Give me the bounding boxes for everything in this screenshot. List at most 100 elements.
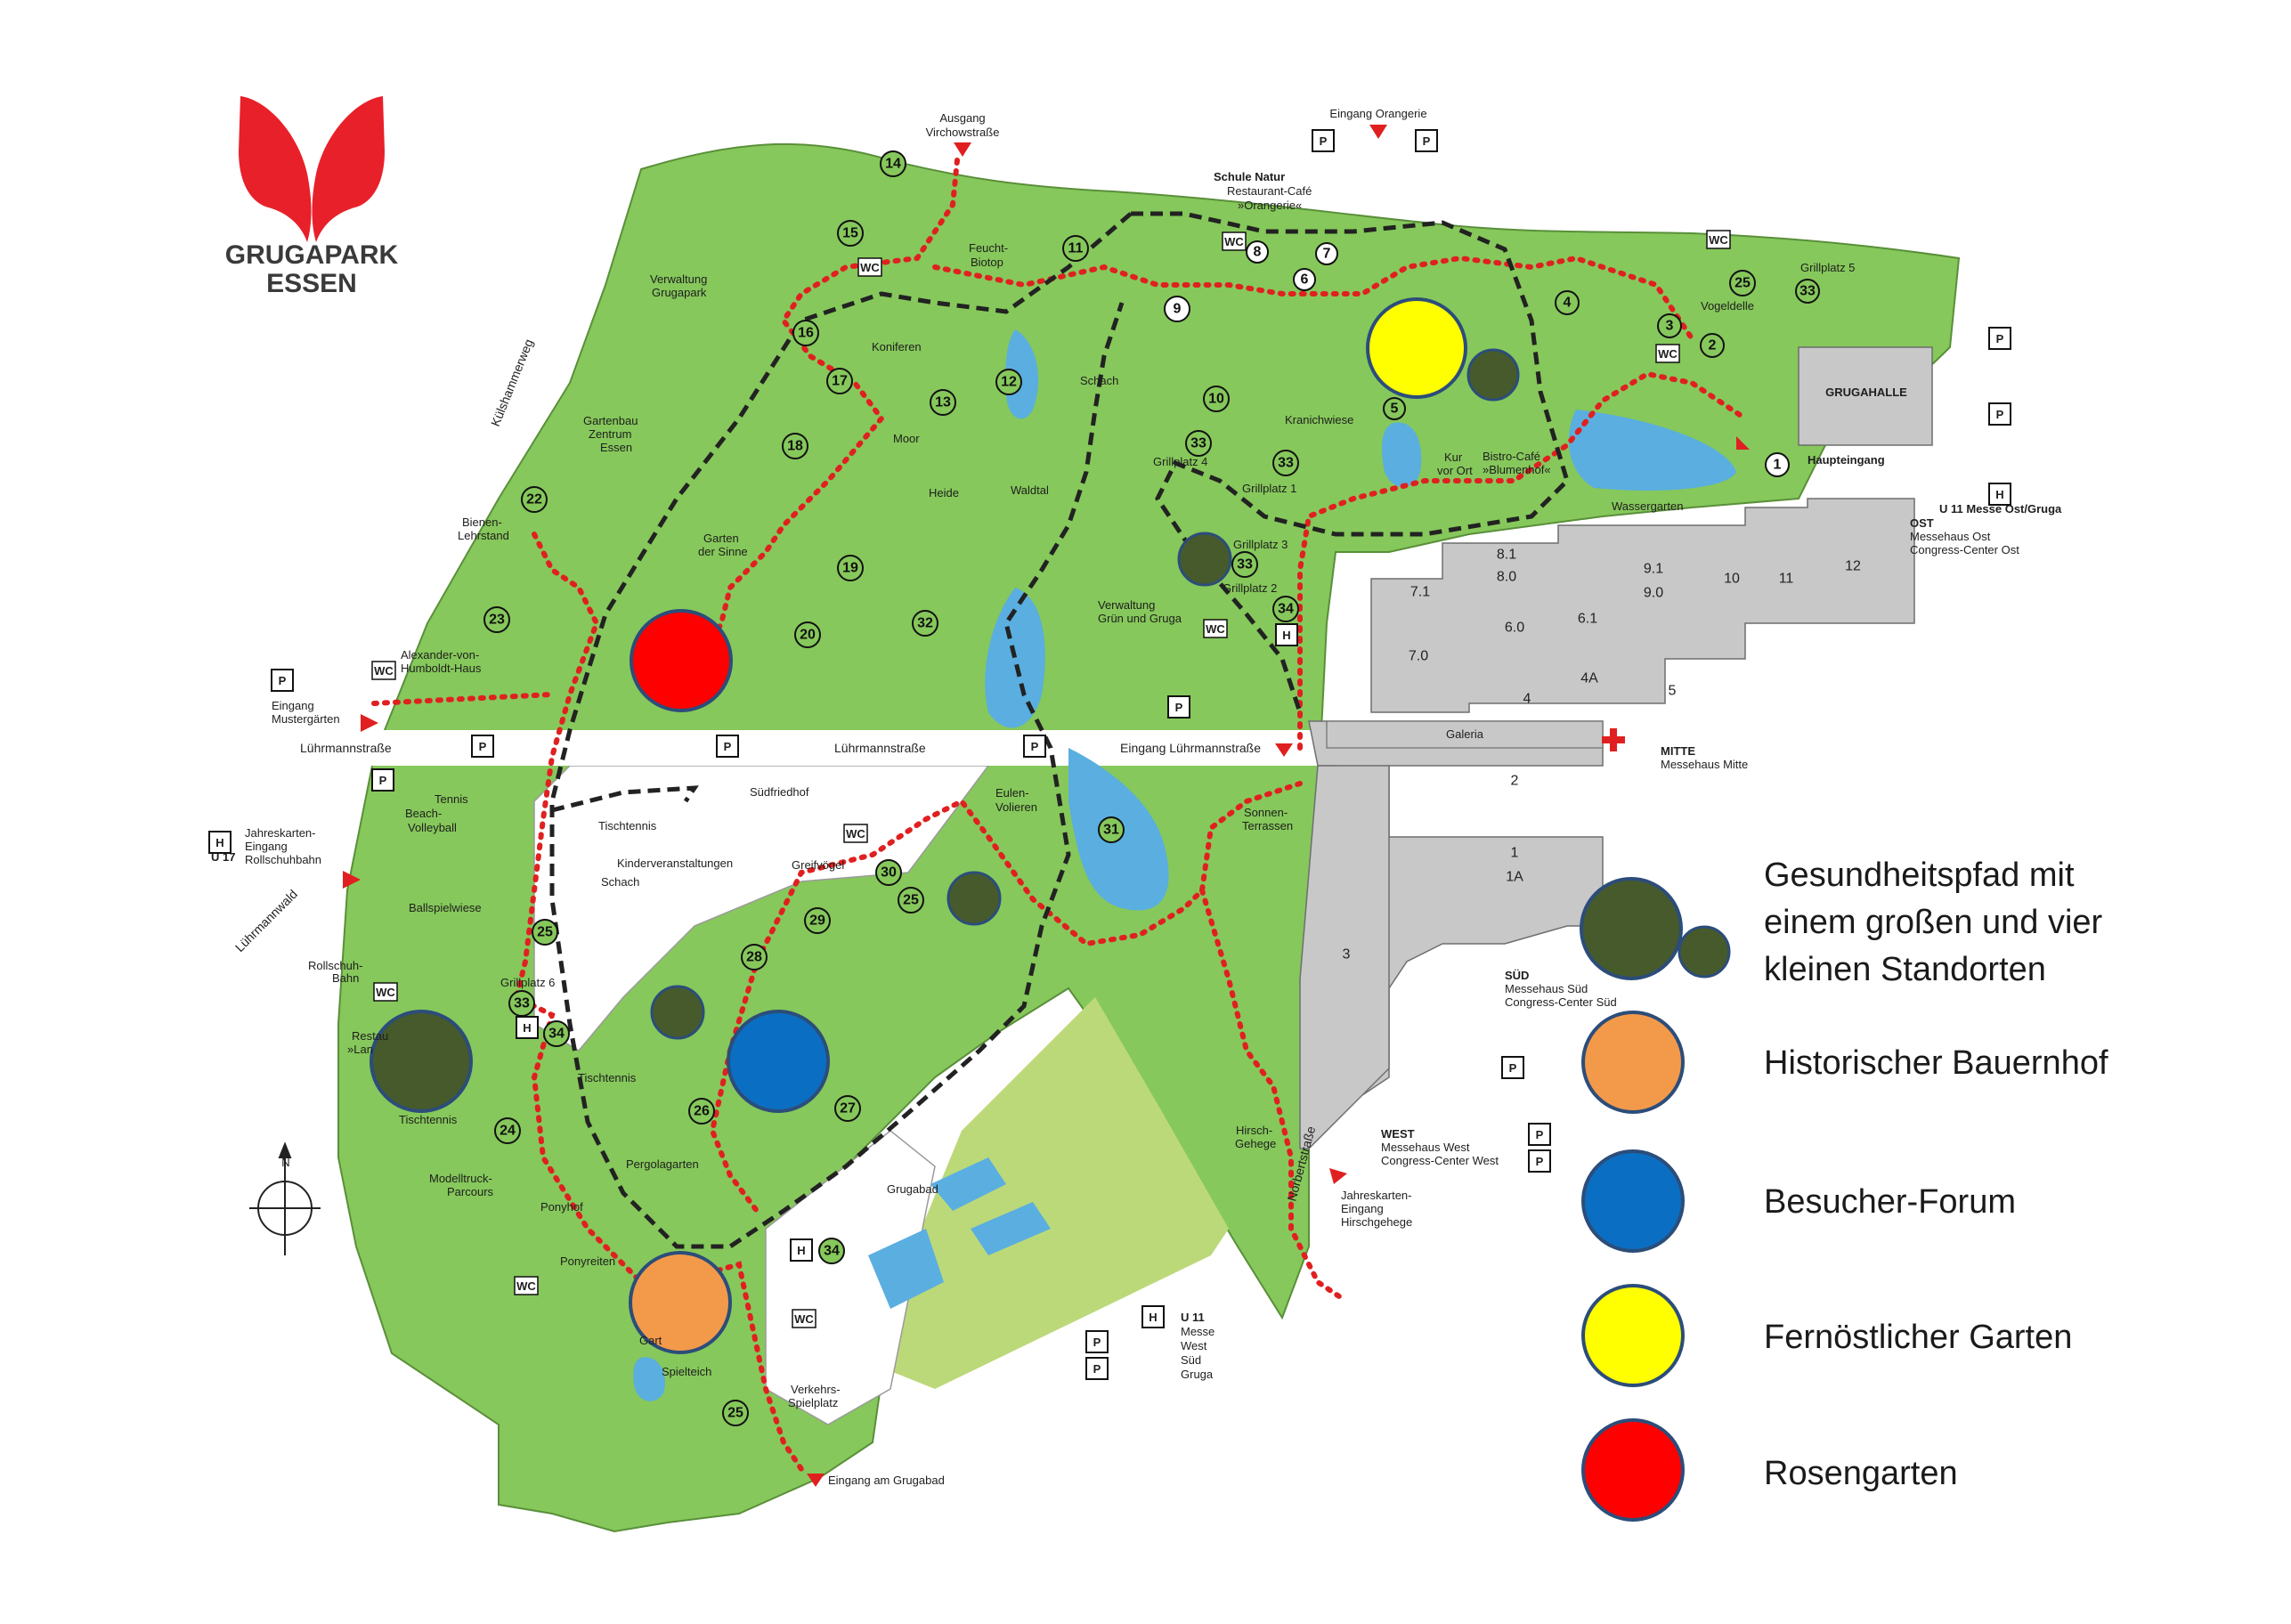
numbered-markers: 14 15 11 16 17 18 19 20 22 23 24 25 25 2… [483, 150, 1820, 1426]
svg-text:22: 22 [526, 492, 542, 508]
label-feucht-2: Biotop [971, 256, 1003, 269]
entrance-mustergarten-label-2: Mustergärten [272, 712, 340, 726]
label-hirsch-1: Hirsch- [1236, 1124, 1272, 1137]
hall-8-0: 8.0 [1497, 570, 1516, 585]
svg-text:17: 17 [832, 374, 848, 389]
label-sued-3: Congress-Center Süd [1505, 995, 1617, 1009]
label-gartenbau-1: Gartenbau [583, 414, 638, 427]
label-suedfriedhof: Südfriedhof [750, 785, 809, 799]
num-3: 3 [1657, 313, 1682, 338]
label-greifvoegel: Greifvögel [792, 858, 844, 872]
label-sued-1: SÜD [1505, 969, 1529, 982]
svg-text:1: 1 [1774, 458, 1782, 473]
hall-1a: 1A [1506, 870, 1523, 885]
svg-text:8: 8 [1254, 245, 1262, 260]
legend-item-besucher-forum: Besucher-Forum [1581, 1149, 2016, 1253]
red-path-north [701, 158, 960, 662]
hospital-icon-s: H [790, 1238, 813, 1262]
road-kuelshammer: Külshammerweg [488, 337, 536, 428]
svg-text:24: 24 [500, 1124, 516, 1139]
num-12: 12 [995, 369, 1022, 395]
label-koniferen: Koniferen [872, 340, 922, 353]
num-33-e: 33 [1795, 279, 1820, 304]
label-pergolagarten: Pergolagarten [626, 1157, 699, 1171]
num-31: 31 [1098, 816, 1125, 843]
num-23: 23 [483, 606, 510, 633]
svg-text:33: 33 [1190, 436, 1206, 451]
num-4: 4 [1555, 290, 1580, 315]
svg-text:33: 33 [1799, 284, 1816, 299]
legend-label-bauernhof: Historischer Bauernhof [1764, 1044, 2108, 1082]
svg-text:P: P [1175, 701, 1183, 714]
label-moor: Moor [893, 432, 920, 445]
label-wassergarten: Wassergarten [1612, 499, 1683, 513]
svg-text:2: 2 [1709, 338, 1717, 353]
road-luehrmann-mid: Lührmannstraße [834, 741, 926, 755]
label-grillplatz-4: Grillplatz 4 [1153, 455, 1207, 468]
label-garten-sinne-1: Garten [703, 532, 739, 545]
legend-label-besucher-forum: Besucher-Forum [1764, 1183, 2016, 1221]
place-labels: Schule Natur Restaurant-Café »Orangerie«… [211, 170, 2062, 1409]
label-ballspielwiese: Ballspielwiese [409, 901, 482, 914]
pool-3 [868, 1229, 944, 1309]
wc-icon-3: WC [1655, 344, 1680, 363]
label-sonnen-1: Sonnen- [1244, 806, 1288, 819]
hall-7-1: 7.1 [1410, 585, 1430, 600]
svg-text:3: 3 [1666, 319, 1674, 334]
label-grugabad: Grugabad [887, 1182, 938, 1196]
label-waldtal: Waldtal [1011, 483, 1049, 497]
num-29: 29 [804, 907, 831, 934]
hall-11: 11 [1779, 572, 1794, 587]
num-15: 15 [837, 220, 864, 247]
svg-text:WC: WC [1709, 233, 1728, 247]
parking-icon-road-e: P [1023, 735, 1046, 758]
wc-icon-vogeldelle: WC [1706, 230, 1731, 249]
num-33-b: 33 [1272, 450, 1299, 476]
svg-text:19: 19 [842, 561, 858, 576]
label-west-1: WEST [1381, 1127, 1415, 1141]
svg-text:6: 6 [1301, 272, 1309, 288]
svg-text:P: P [724, 740, 732, 753]
svg-text:P: P [1093, 1362, 1101, 1376]
walking-paths [371, 158, 1748, 1472]
hall-labels: 7.1 7.0 8.1 8.0 6.0 6.1 9.1 9.0 10 11 12… [1343, 548, 1861, 962]
num-13: 13 [930, 389, 956, 416]
red-path-top [932, 255, 1694, 341]
svg-text:P: P [279, 674, 287, 687]
entrance-hirsch-label-2: Eingang [1341, 1202, 1384, 1215]
entrance-haupt-label: Haupteingang [1808, 453, 1885, 467]
luehrmannstrasse-road [276, 730, 1336, 766]
label-tischtennis-c: Tischtennis [399, 1113, 458, 1126]
label-mitte-2: Messehaus Mitte [1661, 758, 1748, 771]
num-18: 18 [782, 433, 808, 459]
wc-icon-humboldt: WC [371, 661, 396, 680]
svg-text:18: 18 [787, 439, 803, 454]
hall-3: 3 [1343, 947, 1351, 962]
svg-text:28: 28 [746, 950, 762, 965]
label-kranichwiese: Kranichwiese [1285, 413, 1353, 426]
hall-2: 2 [1511, 774, 1519, 789]
road-luehrmannwald: Lührmannwald [232, 887, 300, 954]
num-19: 19 [837, 555, 864, 581]
label-vogeldelle: Vogeldelle [1701, 299, 1754, 313]
svg-text:25: 25 [537, 925, 553, 940]
parking-icon-west-3: P [1528, 1149, 1551, 1173]
entrance-rollschuh-label-2: Eingang [245, 840, 288, 853]
wc-icon-grill2: WC [1203, 619, 1228, 638]
compass-north-label: N [281, 1156, 289, 1169]
entrance-labels: Eingang Orangerie Ausgang Virchowstraße … [245, 107, 1885, 1487]
label-restaurant-lang-1: Restau [352, 1029, 388, 1043]
label-verkehrs-1: Verkehrs- [791, 1383, 841, 1396]
hall-6-1: 6.1 [1578, 612, 1597, 627]
label-grillplatz-6: Grillplatz 6 [500, 976, 555, 989]
brand-name-line2: ESSEN [266, 269, 357, 298]
label-spielteich: Spielteich [662, 1365, 711, 1378]
label-grillplatz-5: Grillplatz 5 [1800, 261, 1855, 274]
label-rollschuhbahn-1: Rollschuh- [308, 959, 362, 972]
label-grillplatz-2: Grillplatz 2 [1223, 581, 1277, 595]
svg-text:16: 16 [798, 326, 814, 341]
svg-text:33: 33 [1237, 557, 1253, 572]
svg-text:WC: WC [1658, 347, 1678, 361]
svg-text:27: 27 [840, 1101, 856, 1116]
parking-icon-south-2: P [1085, 1357, 1109, 1380]
